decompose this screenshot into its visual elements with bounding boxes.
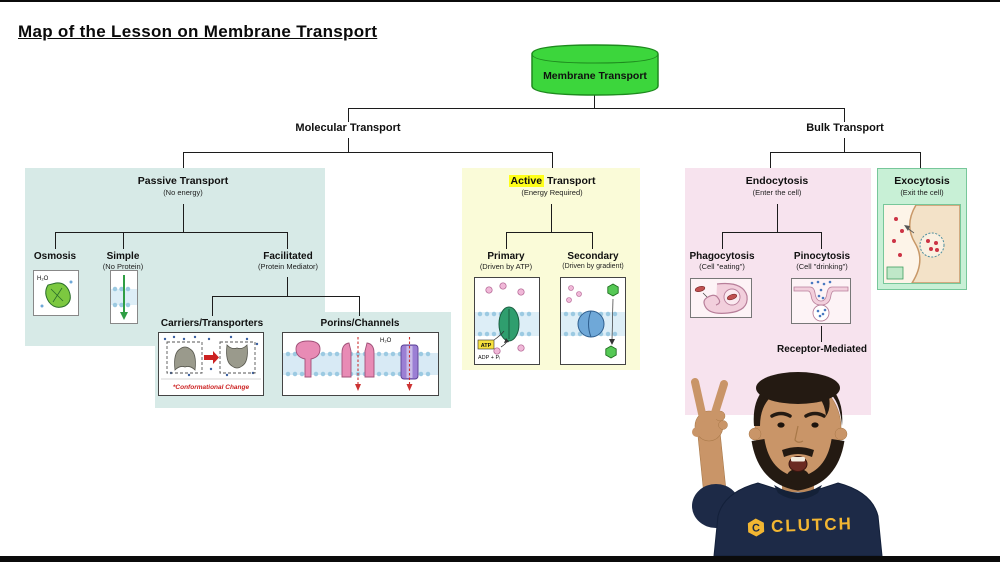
connector-line: [55, 232, 56, 249]
connector-line: [183, 152, 184, 168]
connector-line: [770, 152, 921, 153]
atp-label: ATP: [481, 343, 492, 349]
bottom-border: [0, 556, 1000, 562]
exocytosis-subtitle: (Exit the cell): [900, 188, 944, 197]
connector-line: [777, 204, 778, 232]
node-osmosis: Osmosis: [33, 251, 77, 262]
connector-line: [551, 204, 552, 232]
node-bulk-transport: Bulk Transport: [806, 122, 884, 134]
node-simple: Simple: [106, 251, 140, 262]
connector-line: [506, 232, 507, 249]
node-primary: Primary: [487, 251, 525, 262]
connector-line: [722, 232, 723, 249]
passive-transport-subtitle: (No energy): [163, 188, 203, 197]
active-transport-subtitle: (Energy Required): [521, 188, 583, 197]
top-border: [0, 0, 1000, 2]
connector-line: [844, 138, 845, 152]
clutch-logo-icon: C: [747, 518, 765, 537]
simple-diffusion-illustration: [110, 270, 138, 324]
connector-line: [348, 108, 349, 122]
node-carriers-transporters: Carriers/Transporters: [160, 318, 264, 329]
cylinder-shape-icon: [531, 44, 659, 96]
phagocytosis-note: (Cell "eating"): [699, 262, 745, 271]
page-title: Map of the Lesson on Membrane Transport: [18, 22, 378, 41]
exocytosis-illustration: [883, 204, 961, 284]
facilitated-note: (Protein Mediator): [257, 262, 319, 271]
endocytosis-title: Endocytosis: [745, 175, 809, 187]
secondary-note: (Driven by gradient): [562, 263, 624, 270]
active-highlight: Active: [508, 175, 545, 187]
node-pinocytosis: Pinocytosis: [793, 251, 851, 262]
phagocytosis-illustration: [690, 278, 752, 318]
osmosis-illustration: H₂O: [33, 270, 79, 316]
endocytosis-subtitle: (Enter the cell): [752, 188, 802, 197]
node-phagocytosis: Phagocytosis: [689, 251, 755, 262]
adp-label: ADP + Pᵢ: [478, 355, 500, 361]
active-title-rest: Transport: [547, 175, 596, 187]
connector-line: [183, 204, 184, 232]
porins-water-label: H₂O: [380, 338, 392, 344]
connector-line: [348, 108, 845, 109]
simple-note: (No Protein): [102, 262, 144, 271]
exocytosis-title: Exocytosis: [894, 175, 950, 187]
node-molecular-transport: Molecular Transport: [295, 122, 401, 134]
connector-line: [55, 232, 288, 233]
connector-line: [183, 152, 553, 153]
connector-line: [123, 232, 124, 249]
connector-line: [844, 108, 845, 122]
porins-illustration: H₂O: [282, 332, 439, 396]
node-porins-channels: Porins/Channels: [320, 318, 400, 329]
connector-line: [348, 138, 349, 152]
osmosis-water-label: H₂O: [37, 276, 49, 282]
connector-line: [920, 152, 921, 168]
svg-text:C: C: [752, 522, 760, 534]
connector-line: [212, 296, 360, 297]
connector-line: [212, 296, 213, 316]
connector-line: [594, 95, 595, 108]
connector-line: [287, 277, 288, 296]
connector-line: [359, 296, 360, 316]
primary-active-illustration: ATP ADP + Pᵢ: [474, 277, 540, 365]
primary-note: (Driven by ATP): [479, 262, 533, 271]
connector-line: [770, 152, 771, 168]
node-facilitated: Facilitated: [263, 251, 313, 262]
secondary-active-illustration: [560, 277, 626, 365]
connector-line: [821, 326, 822, 342]
pinocytosis-note: (Cell "drinking"): [796, 262, 848, 271]
passive-transport-title: Passive Transport: [137, 175, 229, 187]
instructor-figure: [658, 366, 898, 557]
connector-line: [821, 232, 822, 249]
carriers-illustration: *Conformational Change: [158, 332, 264, 396]
connector-line: [506, 232, 593, 233]
connector-line: [592, 232, 593, 249]
clutch-logo: C CLUTCH: [746, 514, 854, 538]
root-node-label: Membrane Transport: [543, 70, 647, 82]
connector-line: [287, 232, 288, 249]
connector-line: [722, 232, 822, 233]
node-secondary: Secondary: [567, 251, 619, 262]
node-receptor-mediated: Receptor-Mediated: [776, 344, 867, 355]
node-membrane-transport: Membrane Transport: [529, 42, 661, 98]
conformational-change-caption: *Conformational Change: [173, 384, 250, 391]
clutch-logo-text: CLUTCH: [770, 514, 854, 536]
pinocytosis-illustration: [791, 278, 851, 324]
connector-line: [552, 152, 553, 168]
